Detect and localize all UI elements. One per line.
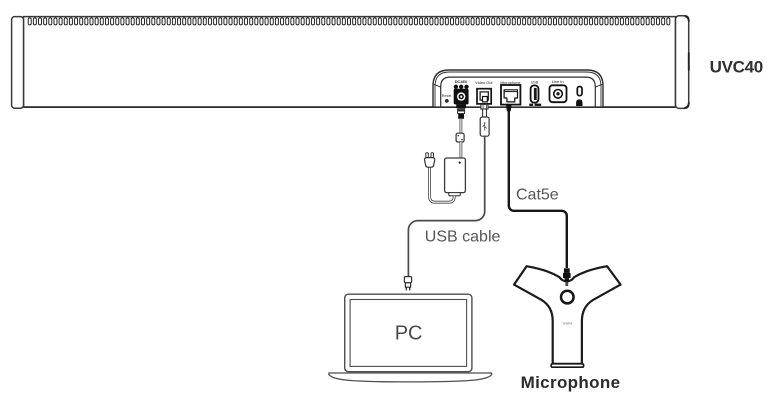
- svg-text:Cat5e: Cat5e: [516, 187, 559, 204]
- svg-text:Reset: Reset: [442, 94, 452, 98]
- svg-text:DC48V: DC48V: [455, 79, 468, 84]
- svg-text:Microphone: Microphone: [500, 80, 520, 85]
- svg-text:USB: USB: [531, 80, 539, 84]
- svg-text:Microphone: Microphone: [521, 373, 621, 392]
- svg-text:Yealink: Yealink: [562, 321, 573, 325]
- svg-text:Video Out: Video Out: [475, 80, 493, 85]
- svg-text:USB cable: USB cable: [425, 229, 501, 246]
- svg-text:Line In: Line In: [552, 79, 564, 84]
- svg-text:UVC40: UVC40: [710, 57, 763, 76]
- svg-text:PC: PC: [395, 323, 423, 345]
